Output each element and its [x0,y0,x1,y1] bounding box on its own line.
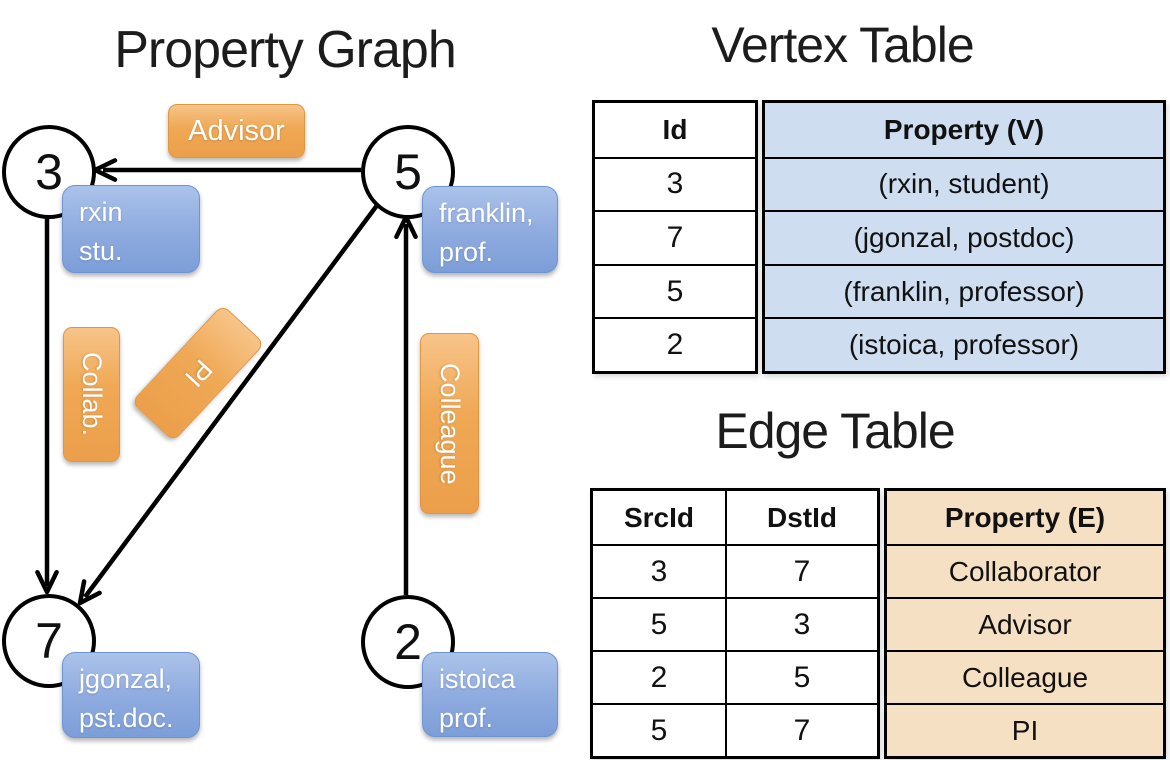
graph-node-3: 3 [2,125,96,219]
node-id-label: 5 [394,144,422,200]
vertex-property-line: stu. [79,236,123,267]
edge-table-header-dstid: DstId [725,491,877,544]
edge-table-cell-property: Advisor [887,597,1163,650]
vertex-property-box-franklin: franklin, prof. [422,186,558,273]
vertex-property-line: jgonzal, [79,664,173,694]
edge-label-colleague: Colleague [420,333,479,514]
node-id-label: 3 [35,144,63,200]
vertex-property-line: rxin [79,197,123,227]
edge-advisor-arrowhead-icon [92,158,118,182]
vertex-table-property-column: Property (V) (rxin, student) (jgonzal, p… [762,100,1166,374]
edge-table-cell-srcid: 5 [593,703,725,756]
vertex-property-line: prof. [439,703,494,734]
vertex-table-cell-id: 2 [595,317,755,371]
vertex-table-header-property: Property (V) [883,113,1045,145]
vertex-table-cell-property: (jgonzal, postdoc) [765,210,1163,264]
vertex-table-title: Vertex Table [711,17,974,73]
edge-pi-arrowhead-icon [77,579,102,606]
edge-table-header-property: Property (E) [944,501,1106,533]
vertex-property-line: istoica [439,664,516,694]
vertex-property-line: prof. [439,237,494,268]
graph-node-2: 2 [361,595,455,689]
edge-label-advisor: Advisor [168,104,305,158]
vertex-property-box-jgonzal: jgonzal, pst.doc. [62,652,200,738]
edge-table-header-srcid: SrcId [623,501,695,533]
vertex-table-cell-property: (franklin, professor) [765,263,1163,318]
edge-colleague-arrowhead-icon [394,214,418,240]
vertex-table-cell-property: (rxin, student) [765,156,1163,211]
vertex-table-header-id: Id [662,113,688,145]
edge-table-title: Edge Table [715,403,955,459]
edge-table-id-columns: SrcId DstId 3 7 5 3 2 5 5 7 [590,488,880,759]
edge-table-cell-property: PI [887,703,1163,756]
edge-table-cell-dstid: 7 [725,544,877,597]
vertex-table-id-column: Id 3 7 5 2 [592,100,758,374]
vertex-property-line: franklin, [439,198,534,228]
edge-table-cell-srcid: 2 [593,650,725,703]
graph-edges-layer [35,158,418,606]
edge-table-cell-property: Collaborator [887,544,1163,597]
edge-collab-arrowhead-icon [35,569,59,595]
vertex-table-cell-id: 3 [595,156,755,211]
edge-table-cell-dstid: 3 [725,597,877,650]
vertex-property-line: pst.doc. [79,703,174,734]
vertex-table-cell-id: 5 [595,263,755,318]
vertex-table-cell-id: 7 [595,210,755,264]
vertex-property-box-rxin: rxin stu. [62,185,200,273]
edge-table-cell-dstid: 5 [725,650,877,703]
node-id-label: 2 [394,614,422,670]
edge-table-cell-srcid: 3 [593,544,725,597]
edge-table-cell-property: Colleague [887,650,1163,703]
edge-table-cell-srcid: 5 [593,597,725,650]
property-graph-title: Property Graph [114,21,457,79]
edge-pi-line [83,202,380,599]
node-id-label: 7 [35,613,63,669]
edge-label-collab: Collab. [63,327,120,462]
vertex-property-box-istoica: istoica prof. [422,652,558,737]
edge-table-property-column: Property (E) Collaborator Advisor Collea… [884,488,1166,759]
edge-table-cell-dstid: 7 [725,703,877,756]
vertex-table-cell-property: (istoica, professor) [765,317,1163,371]
